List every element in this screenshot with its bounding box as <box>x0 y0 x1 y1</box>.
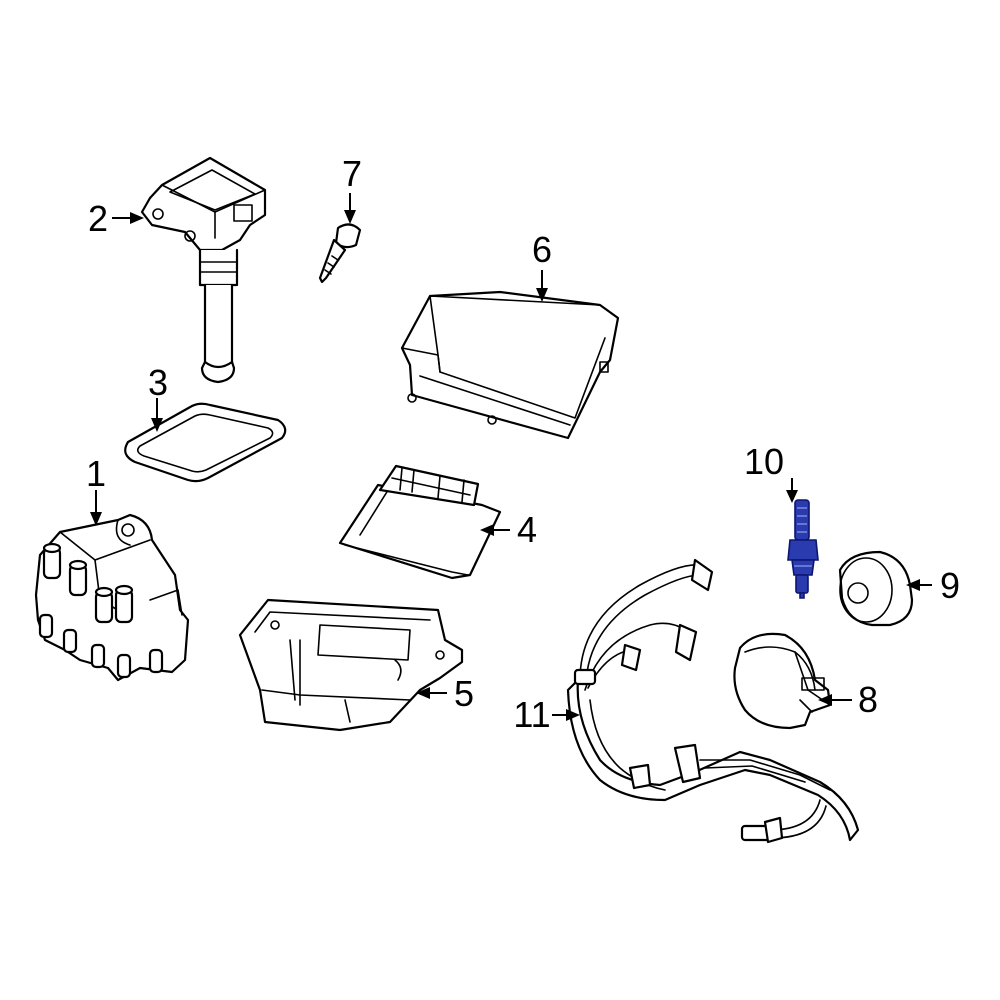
callout-2: 2 <box>88 198 108 239</box>
part-11-ignition-wires[interactable] <box>566 558 860 844</box>
part-9-spacer[interactable] <box>838 550 914 627</box>
leader-lines <box>90 193 932 721</box>
callout-3: 3 <box>148 362 168 403</box>
callout-8: 8 <box>858 679 878 720</box>
callout-11: 11 <box>513 694 550 735</box>
part-10-spark-plug[interactable] <box>787 499 819 599</box>
callout-labels: 1 2 3 4 5 6 7 8 9 10 11 <box>86 153 960 735</box>
part-1-distributor-cap[interactable] <box>34 513 190 682</box>
part-7-bolt[interactable] <box>318 223 362 284</box>
part-6-module-cover[interactable] <box>400 290 620 440</box>
callout-1: 1 <box>86 453 106 494</box>
part-4-control-module[interactable] <box>338 464 502 580</box>
callout-10: 10 <box>744 441 784 482</box>
callout-4: 4 <box>517 509 537 550</box>
part-5-module-housing[interactable] <box>238 598 464 732</box>
part-3-gasket[interactable] <box>124 402 287 483</box>
callout-6: 6 <box>532 229 552 270</box>
callout-9: 9 <box>940 565 960 606</box>
part-8-sensor[interactable] <box>733 632 832 730</box>
part-2-ignition-coil[interactable] <box>140 156 267 384</box>
callout-7: 7 <box>342 153 362 194</box>
callout-5: 5 <box>454 673 474 714</box>
